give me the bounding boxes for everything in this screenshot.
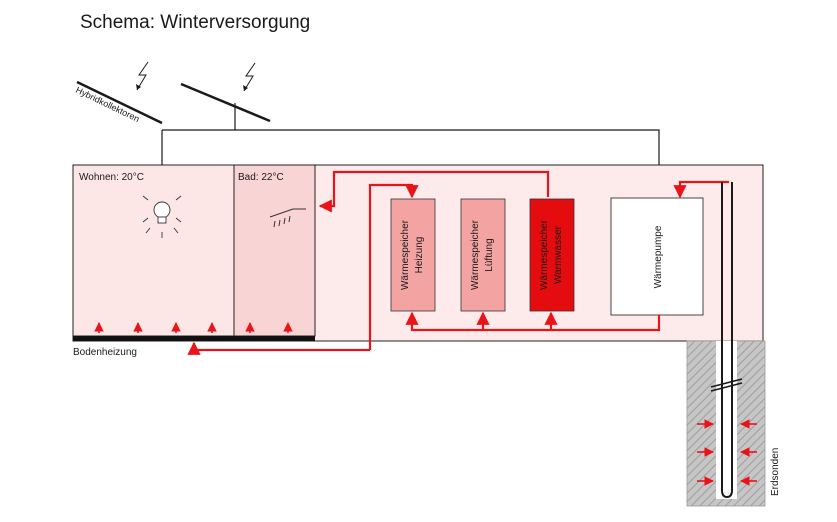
storage-heating-line1: Wärmespeicher <box>400 219 411 290</box>
heat-pump <box>610 197 704 316</box>
ground-heat-arrows <box>697 419 757 486</box>
room-living-label: Wohnen: 20°C <box>79 172 144 183</box>
sun-ray-icon-2 <box>243 62 256 92</box>
sun-ray-icon <box>136 61 149 91</box>
heat-flow-lines <box>187 170 729 355</box>
light-bulb-icon <box>142 195 182 238</box>
storage-ventilation <box>460 198 506 312</box>
floor-heating-label: Bodenheizung <box>73 347 137 358</box>
storage-hot-water-line1: Wärmespeicher <box>539 219 550 290</box>
heat-pump-label: Wärmepumpe <box>653 225 664 288</box>
collectors-label: Hybridkollektoren <box>74 85 141 124</box>
floor-heat-arrows <box>94 322 293 333</box>
storage-heating <box>390 198 436 312</box>
storage-tanks: Wärmespeicher Heizung Wärmespeicher Lüft… <box>390 198 575 312</box>
page-title: Schema: Winterversorgung <box>80 12 311 33</box>
storage-hot-water-line2: Warmwasser <box>553 225 564 284</box>
ground-probes-label: Erdsonden <box>770 448 781 496</box>
shower-icon <box>269 208 306 228</box>
room-bath-label: Bad: 22°C <box>238 172 284 183</box>
hybrid-collectors: Hybridkollektoren <box>74 61 271 130</box>
room-living <box>72 164 235 337</box>
storage-ventilation-line2: Lüftung <box>484 238 495 271</box>
floor-heating-bar <box>73 336 315 341</box>
room-bath <box>233 164 316 337</box>
storage-heating-line2: Heizung <box>414 237 425 274</box>
storage-ventilation-line1: Wärmespeicher <box>470 219 481 290</box>
storage-hot-water <box>529 198 575 312</box>
